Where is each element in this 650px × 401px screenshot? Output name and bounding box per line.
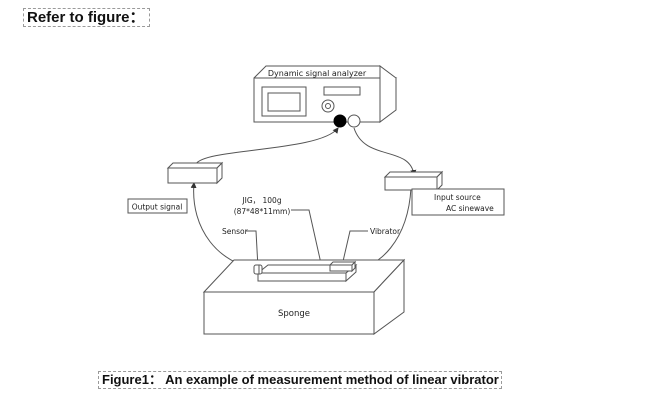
output-signal-label: Output signal [132, 203, 183, 212]
refer-to-figure-heading: Refer to figure： [23, 8, 150, 27]
input-block [383, 170, 444, 192]
vibrator-leader-line [340, 230, 368, 271]
analyzer-screen-bezel [261, 86, 307, 117]
input-block-front [384, 176, 438, 191]
input-source-label-box [411, 188, 505, 216]
output-port [333, 114, 347, 128]
output-signal-label-box [127, 198, 188, 214]
vibrator-front [329, 264, 353, 272]
input-source-label: Input source [434, 193, 481, 202]
cables [190, 127, 417, 274]
analyzer-knob [321, 99, 335, 113]
analyzer-display-slot [323, 86, 361, 96]
output-block-front [167, 167, 218, 184]
sensor-leader-line [246, 230, 259, 269]
analyzer-front-face [253, 77, 381, 123]
ac-sinewave-label: AC sinewave [446, 204, 494, 213]
cable-output-to-analyzer [195, 127, 339, 165]
input-port [347, 114, 361, 128]
sponge-front [203, 291, 375, 335]
analyzer-side-face [379, 65, 397, 123]
vibrator-label: Vibrator [370, 227, 401, 236]
jig-label-line2: (87*48*11mm) [234, 207, 291, 216]
sensor-label: Sensor [222, 227, 249, 236]
output-block [166, 161, 224, 185]
input-block-top [383, 171, 444, 178]
vibrator [328, 260, 357, 273]
output-block-top [166, 162, 224, 169]
sensor-body [253, 264, 263, 275]
jig-leader-line [291, 209, 323, 269]
jig-label-line1: JIG， 100g [241, 196, 281, 205]
cable-analyzer-to-input [353, 127, 417, 176]
analyzer-screen [267, 92, 301, 112]
jig-plate-front [257, 272, 347, 282]
analyzer-knob-center [325, 103, 331, 109]
analyzer-label: Dynamic signal analyzer [268, 69, 367, 78]
signal-analyzer [253, 65, 398, 128]
sponge-label: Sponge [278, 309, 310, 319]
sensor [253, 264, 263, 275]
figure-caption: Figure1： An example of measurement metho… [98, 371, 502, 389]
